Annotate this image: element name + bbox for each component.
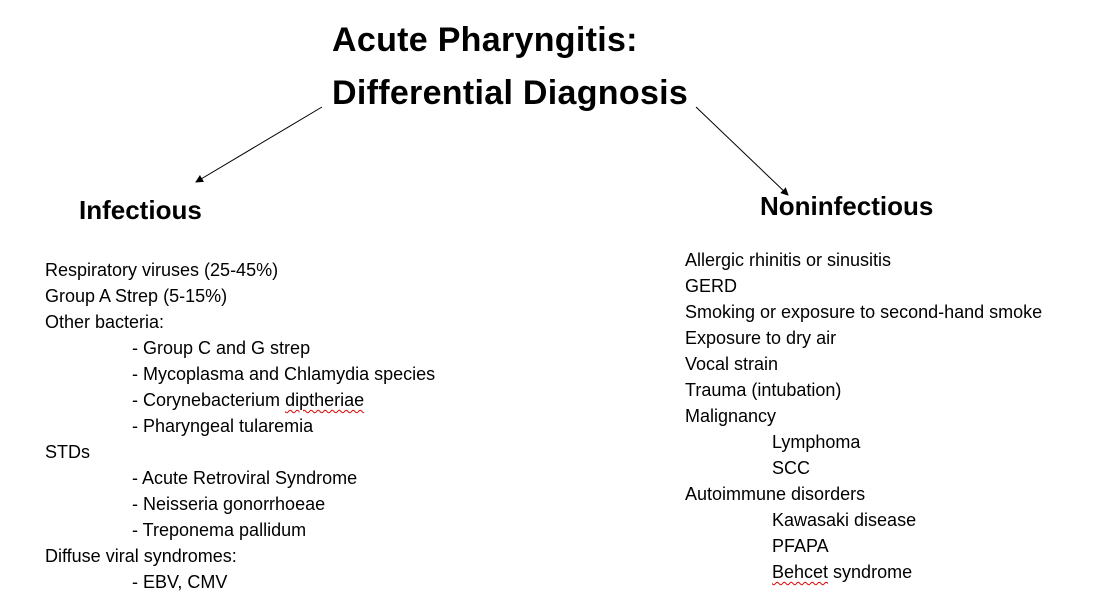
- item-text: - Corynebacterium: [132, 390, 286, 410]
- list-item: STDs: [45, 442, 90, 462]
- slide-title: Acute Pharyngitis: Differential Diagnosi…: [332, 14, 688, 120]
- list-item: Behcet syndrome: [685, 559, 1042, 585]
- spellcheck-word: diptheriae: [285, 390, 365, 410]
- list-item: Malignancy: [685, 406, 777, 426]
- list-item: Lymphoma: [772, 432, 861, 452]
- list-item: GERD: [685, 276, 738, 296]
- infectious-list: Respiratory viruses (25-45%) Group A Str…: [45, 257, 435, 595]
- list-item: Allergic rhinitis or sinusitis: [685, 250, 892, 270]
- list-item: Respiratory viruses (25-45%): [45, 260, 279, 280]
- list-item: - Treponema pallidum: [132, 520, 307, 540]
- arrow-to-infectious: [195, 106, 323, 183]
- infectious-heading: Infectious: [79, 195, 202, 225]
- title-line-1: Acute Pharyngitis:: [332, 21, 638, 59]
- list-item: SCC: [772, 458, 811, 478]
- noninfectious-heading: Noninfectious: [760, 191, 934, 221]
- title-line-2: Differential Diagnosis: [332, 74, 689, 112]
- list-item: - Pharyngeal tularemia: [132, 416, 314, 436]
- list-item: - Mycoplasma and Chlamydia species: [132, 364, 436, 384]
- list-item: - EBV, CMV: [132, 572, 228, 592]
- item-text: syndrome: [828, 562, 913, 582]
- list-item: - Neisseria gonorrhoeae: [132, 494, 326, 514]
- list-item: PFAPA: [772, 536, 829, 556]
- spellcheck-word: Behcet: [772, 562, 829, 582]
- list-item: Diffuse viral syndromes:: [45, 546, 237, 566]
- list-item: - Group C and G strep: [132, 338, 311, 358]
- list-item: Group A Strep (5-15%): [45, 286, 228, 306]
- list-item: Autoimmune disorders: [685, 484, 866, 504]
- list-item: Smoking or exposure to second-hand smoke: [685, 302, 1043, 322]
- list-item: - Acute Retroviral Syndrome: [132, 468, 358, 488]
- list-item: Vocal strain: [685, 354, 779, 374]
- list-item: Trauma (intubation): [685, 380, 842, 400]
- list-item: Kawasaki disease: [772, 510, 917, 530]
- noninfectious-list: Allergic rhinitis or sinusitis GERD Smok…: [685, 247, 1042, 585]
- list-item: Other bacteria:: [45, 312, 165, 332]
- arrow-to-noninfectious: [695, 106, 789, 196]
- list-item: - Corynebacterium diptheriae: [45, 387, 435, 413]
- list-item: Exposure to dry air: [685, 328, 837, 348]
